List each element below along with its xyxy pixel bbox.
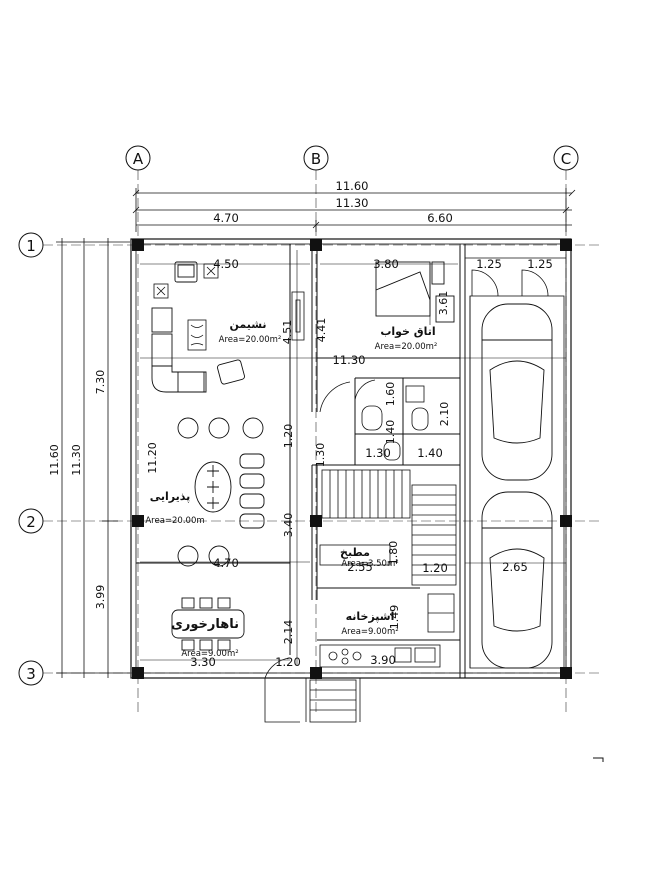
dim-mid-span: 11.30 <box>333 353 366 367</box>
dim-left-lower: 3.99 <box>94 585 107 610</box>
bed-icon <box>375 261 455 323</box>
grid-lines <box>43 170 600 715</box>
room-name-dining: ناهارخوری <box>171 617 239 632</box>
dim-bath-4: 1.40 <box>417 446 443 460</box>
dim-dining-width: 3.30 <box>190 655 216 669</box>
room-area-bedroom: Area=20.00m² <box>375 342 438 352</box>
room-area-kitchen: Area=9.00m² <box>341 627 398 637</box>
room-name-living: نشیمن <box>229 318 266 331</box>
dim-bath-5: 2.10 <box>438 402 451 427</box>
dim-garage-bay-1: 1.25 <box>476 257 502 271</box>
grid-label-a: A <box>133 150 144 168</box>
interior-walls <box>136 244 460 655</box>
stray-mark <box>593 757 604 762</box>
room-area-living: Area=20.00m² <box>219 335 282 345</box>
bathrooms: 1.60 1.40 1.30 1.40 2.10 <box>319 379 451 461</box>
dim-span-bc: 6.60 <box>427 211 453 225</box>
dim-bedroom-side: 4.41 <box>315 318 328 343</box>
exterior-walls <box>130 238 572 679</box>
room-name-kitchen: آشپزخانه <box>346 609 395 623</box>
sofa-icon <box>151 307 207 393</box>
car-icon <box>481 491 553 669</box>
car-icon <box>481 303 553 481</box>
grid-label-2: 2 <box>26 513 36 531</box>
kitchen: مطبخ Area=3.50m² 2.55 1.80 آشپزخانه Area… <box>319 541 455 668</box>
dim-garage-width: 2.65 <box>502 560 528 574</box>
dim-bath-1: 1.60 <box>384 382 397 407</box>
dim-left-upper: 7.30 <box>94 370 107 395</box>
dim-bedroom-width: 3.80 <box>373 257 399 271</box>
chair-icons <box>177 417 265 567</box>
room-area-dining: Area=9.00m² <box>181 649 238 659</box>
dim-corridor-2: 1.30 <box>314 443 327 468</box>
dim-left-inner: 11.30 <box>70 444 83 476</box>
dim-span-ab: 4.70 <box>213 211 239 225</box>
grid-label-c: C <box>561 150 571 168</box>
dining: ناهارخوری Area=9.00m² 3.30 2.14 <box>171 597 295 669</box>
dim-inner-top: 11.30 <box>336 196 369 210</box>
dim-kitchen-height: 1.49 <box>388 605 401 630</box>
room-area-reception: Area=20.00m <box>145 516 204 526</box>
dim-living-width: 4.50 <box>213 257 239 271</box>
top-dimension-lines <box>132 188 576 232</box>
dining-table-icon <box>171 597 245 651</box>
dim-corridor-1: 1.20 <box>282 424 295 449</box>
dim-corridor-3: 3.40 <box>282 513 295 538</box>
structural-columns <box>132 239 572 679</box>
reception: 11.20 1.20 3.40 1.30 پذیرایی Area=20.00m… <box>145 353 365 570</box>
grid-label-b: B <box>311 150 321 168</box>
dim-living-height: 4.51 <box>281 320 294 345</box>
armchair-icon <box>174 261 245 385</box>
living-room: 4.50 4.51 نشیمن Area=20.00m² <box>151 257 305 393</box>
dim-dining-height: 2.14 <box>282 620 295 645</box>
round-table-icon <box>194 461 232 513</box>
dim-bedroom-height: 3.61 <box>437 291 450 316</box>
room-name-bedroom: اتاق خواب <box>380 325 435 338</box>
left-dimension-lines <box>56 238 130 678</box>
tv-unit-icon <box>291 291 305 341</box>
room-name-reception: پذیرایی <box>150 490 191 503</box>
dim-reception-height: 11.20 <box>146 442 159 474</box>
dim-bath-2: 1.40 <box>384 420 397 445</box>
staircase <box>321 469 457 586</box>
plant-icon <box>153 263 219 299</box>
dim-stair-width: 1.20 <box>422 561 448 575</box>
entrance: 1.20 <box>264 655 361 723</box>
dim-kitchen-width: 3.90 <box>370 653 396 667</box>
dim-pantry-width: 2.55 <box>347 560 373 574</box>
bedroom: 3.80 3.61 4.41 اتاق خواب Area=20.00m² <box>315 257 455 352</box>
room-area-pantry: Area=3.50m² <box>341 559 398 569</box>
coffee-table-icon <box>187 319 207 351</box>
dim-garage-bay-2: 1.25 <box>527 257 553 271</box>
dim-left-overall: 11.60 <box>48 444 61 476</box>
dim-bath-3: 1.30 <box>365 446 391 460</box>
grid-label-1: 1 <box>26 237 36 255</box>
garage: 1.25 1.25 2.65 <box>465 257 566 669</box>
room-name-pantry: مطبخ <box>340 546 370 559</box>
room-dimension-lines <box>140 250 566 665</box>
dim-pantry-height: 1.80 <box>387 541 400 566</box>
grid-label-3: 3 <box>26 665 36 683</box>
counter-icon <box>319 544 455 668</box>
dim-overall-top: 11.60 <box>336 179 369 193</box>
dim-entrance-width: 1.20 <box>275 655 301 669</box>
